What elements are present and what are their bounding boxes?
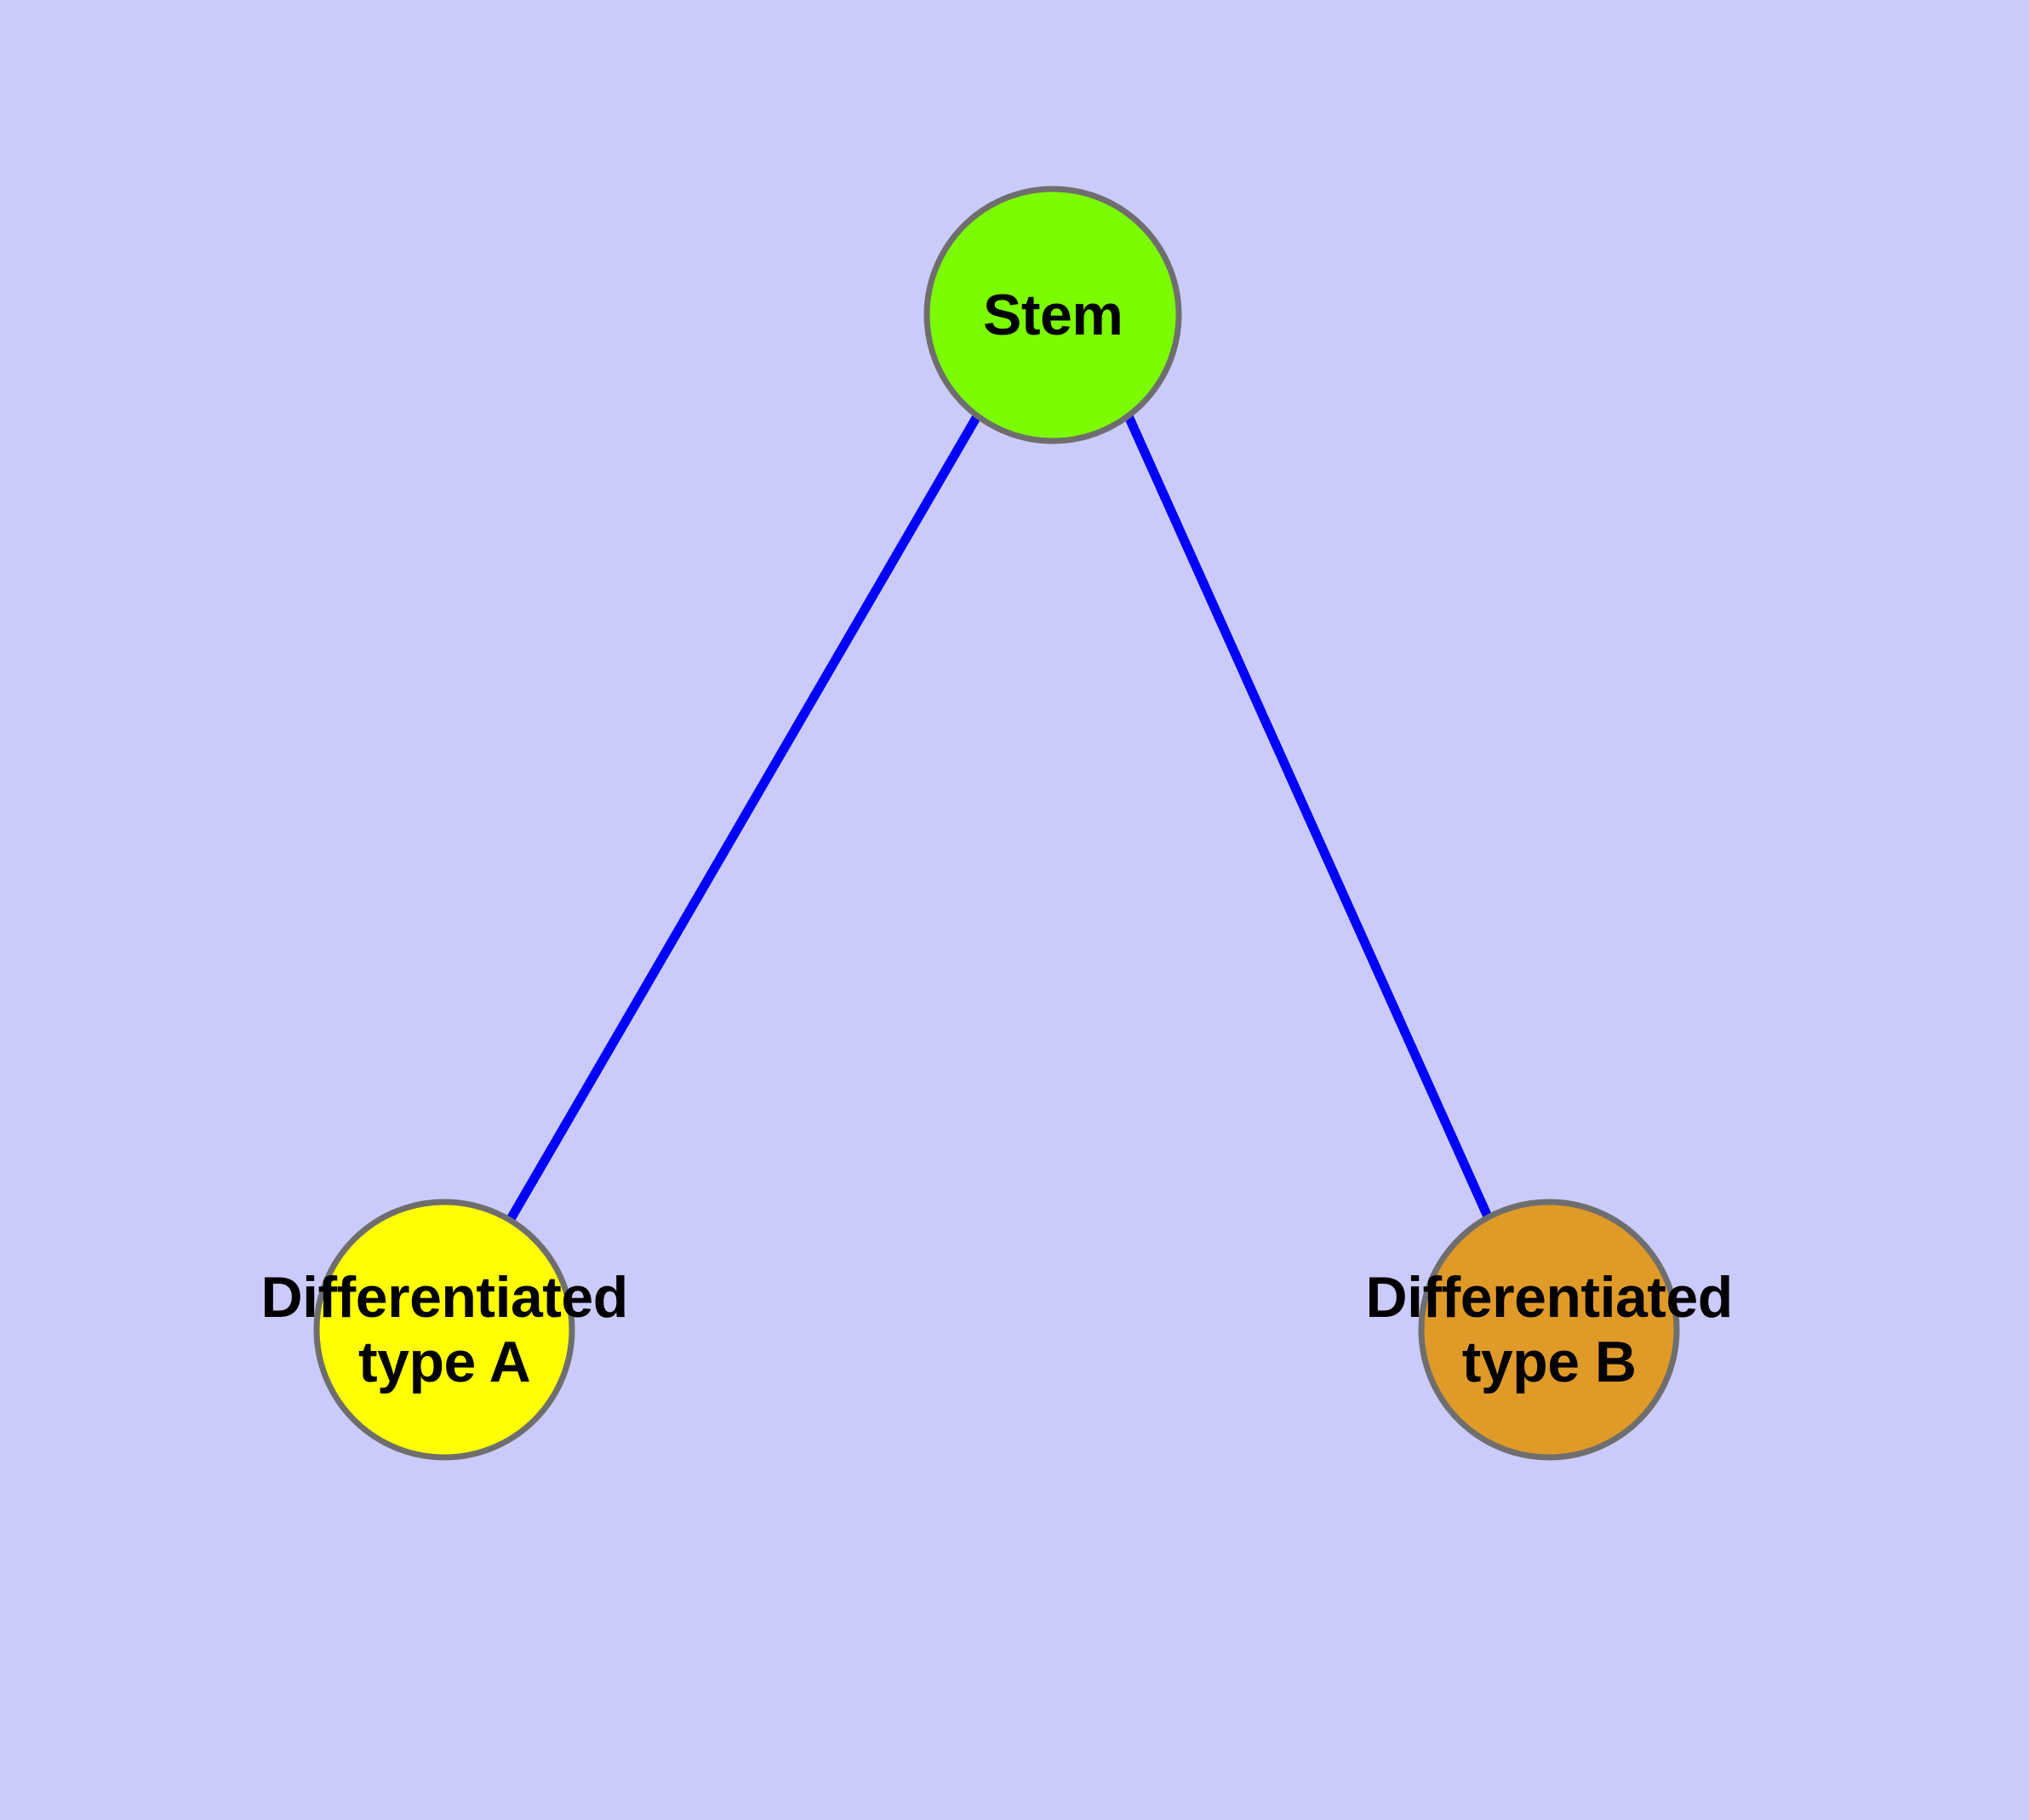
graph-node-stem[interactable] [923,186,1182,444]
edges-layer [506,414,1496,1227]
graph-edge-stem-to-a [506,414,981,1222]
nodes-layer [313,186,1680,1461]
graph-node-diff-a[interactable] [313,1199,575,1461]
graph-edge-stem-to-b [1123,414,1496,1227]
graph-node-diff-b[interactable] [1418,1199,1680,1461]
